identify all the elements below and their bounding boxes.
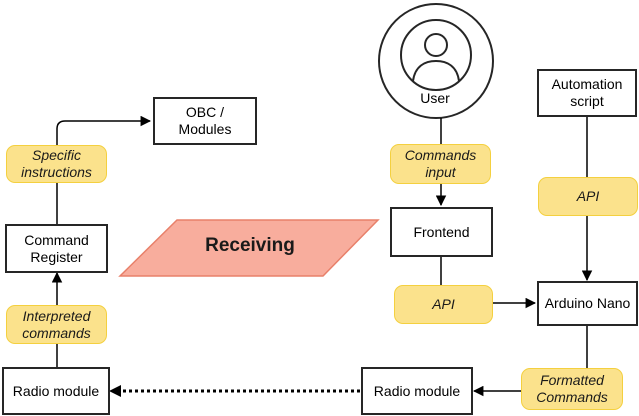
api-right-tag: API [538,177,638,216]
receiving-banner-shape [118,219,380,277]
specific-instructions-tag: Specific instructions [6,145,107,183]
formatted-commands-tag: Formatted Commands [521,368,623,410]
radio-module-right-node: Radio module [361,367,473,415]
arduino-nano-node: Arduino Nano [537,281,638,326]
obc-modules-node: OBC / Modules [153,97,257,145]
automation-script-node: Automation script [537,69,637,117]
api-left-tag: API [394,285,493,324]
user-label: User [420,90,450,106]
receiving-banner-label: Receiving [205,235,295,256]
radio-module-left-node: Radio module [2,367,110,415]
interpreted-commands-tag: Interpreted commands [6,305,107,344]
commands-input-tag: Commands input [390,144,491,184]
command-register-node: Command Register [5,224,108,273]
user-node [378,3,494,119]
wireless-link-arrowhead [109,385,121,397]
frontend-node: Frontend [390,207,493,257]
user-icon [400,19,472,91]
connector-register-to-obc [56,115,152,224]
